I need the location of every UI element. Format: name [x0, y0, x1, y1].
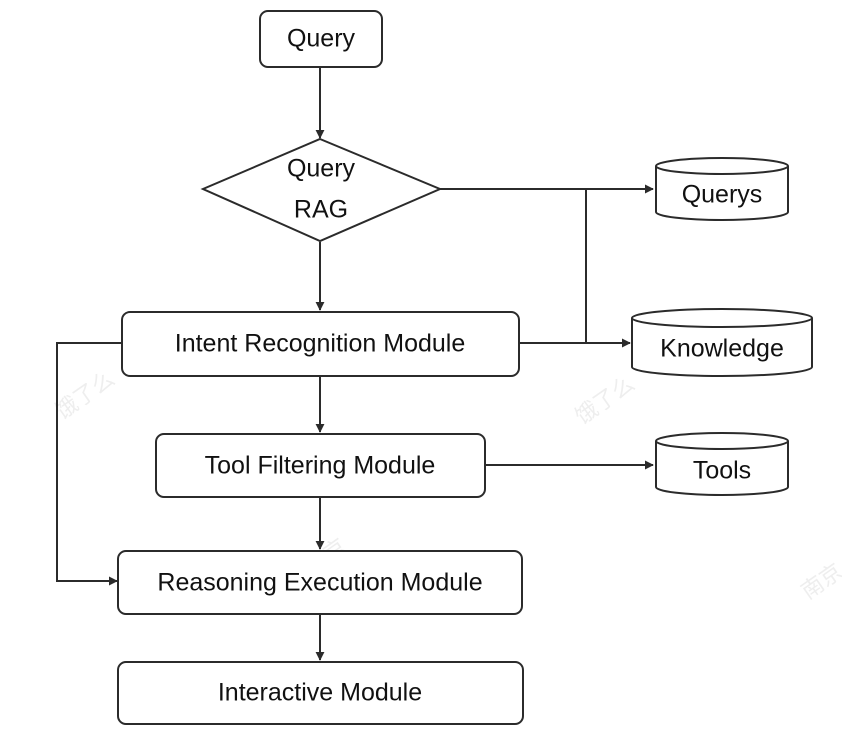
- watermark-text: 饿了么: [51, 367, 119, 425]
- node-reasoning-label: Reasoning Execution Module: [157, 569, 482, 597]
- decision-label-line2: RAG: [294, 196, 348, 224]
- connectors: [56, 67, 654, 661]
- store-tools: Tools: [655, 432, 789, 496]
- node-query: Query: [259, 10, 383, 68]
- node-tool-filter-label: Tool Filtering Module: [205, 452, 436, 480]
- arrow-intent-bypass-to-reasoning: [56, 342, 122, 586]
- store-tools-body: [655, 441, 789, 496]
- node-tool-filter-box: [155, 433, 486, 498]
- watermark-text: 南京: [797, 559, 842, 605]
- store-knowledge-label: Knowledge: [660, 335, 784, 363]
- watermark-text: 饿了么: [571, 372, 639, 430]
- node-query-box: [259, 10, 383, 68]
- node-intent-label: Intent Recognition Module: [175, 330, 465, 358]
- store-querys: Querys: [655, 157, 789, 221]
- store-querys-top: [655, 157, 789, 175]
- node-intent-box: [121, 311, 520, 377]
- store-knowledge-body: [631, 318, 813, 377]
- store-knowledge-top: [631, 308, 813, 328]
- node-query-label: Query: [287, 25, 356, 53]
- store-knowledge: Knowledge: [631, 308, 813, 377]
- node-tool-filtering: Tool Filtering Module: [155, 433, 486, 498]
- node-reasoning-execution: Reasoning Execution Module: [117, 550, 523, 615]
- store-tools-label: Tools: [693, 457, 751, 485]
- decision-diamond: [200, 137, 443, 243]
- node-interactive: Interactive Module: [117, 661, 524, 725]
- store-querys-label: Querys: [682, 181, 763, 209]
- store-tools-top: [655, 432, 789, 450]
- node-interactive-label: Interactive Module: [218, 679, 422, 707]
- decision-label-line1: Query: [287, 155, 356, 183]
- store-querys-body: [655, 166, 789, 221]
- node-intent-recognition: Intent Recognition Module: [121, 311, 520, 377]
- node-interactive-box: [117, 661, 524, 725]
- node-reasoning-box: [117, 550, 523, 615]
- decision-query-rag: Query RAG: [200, 137, 443, 243]
